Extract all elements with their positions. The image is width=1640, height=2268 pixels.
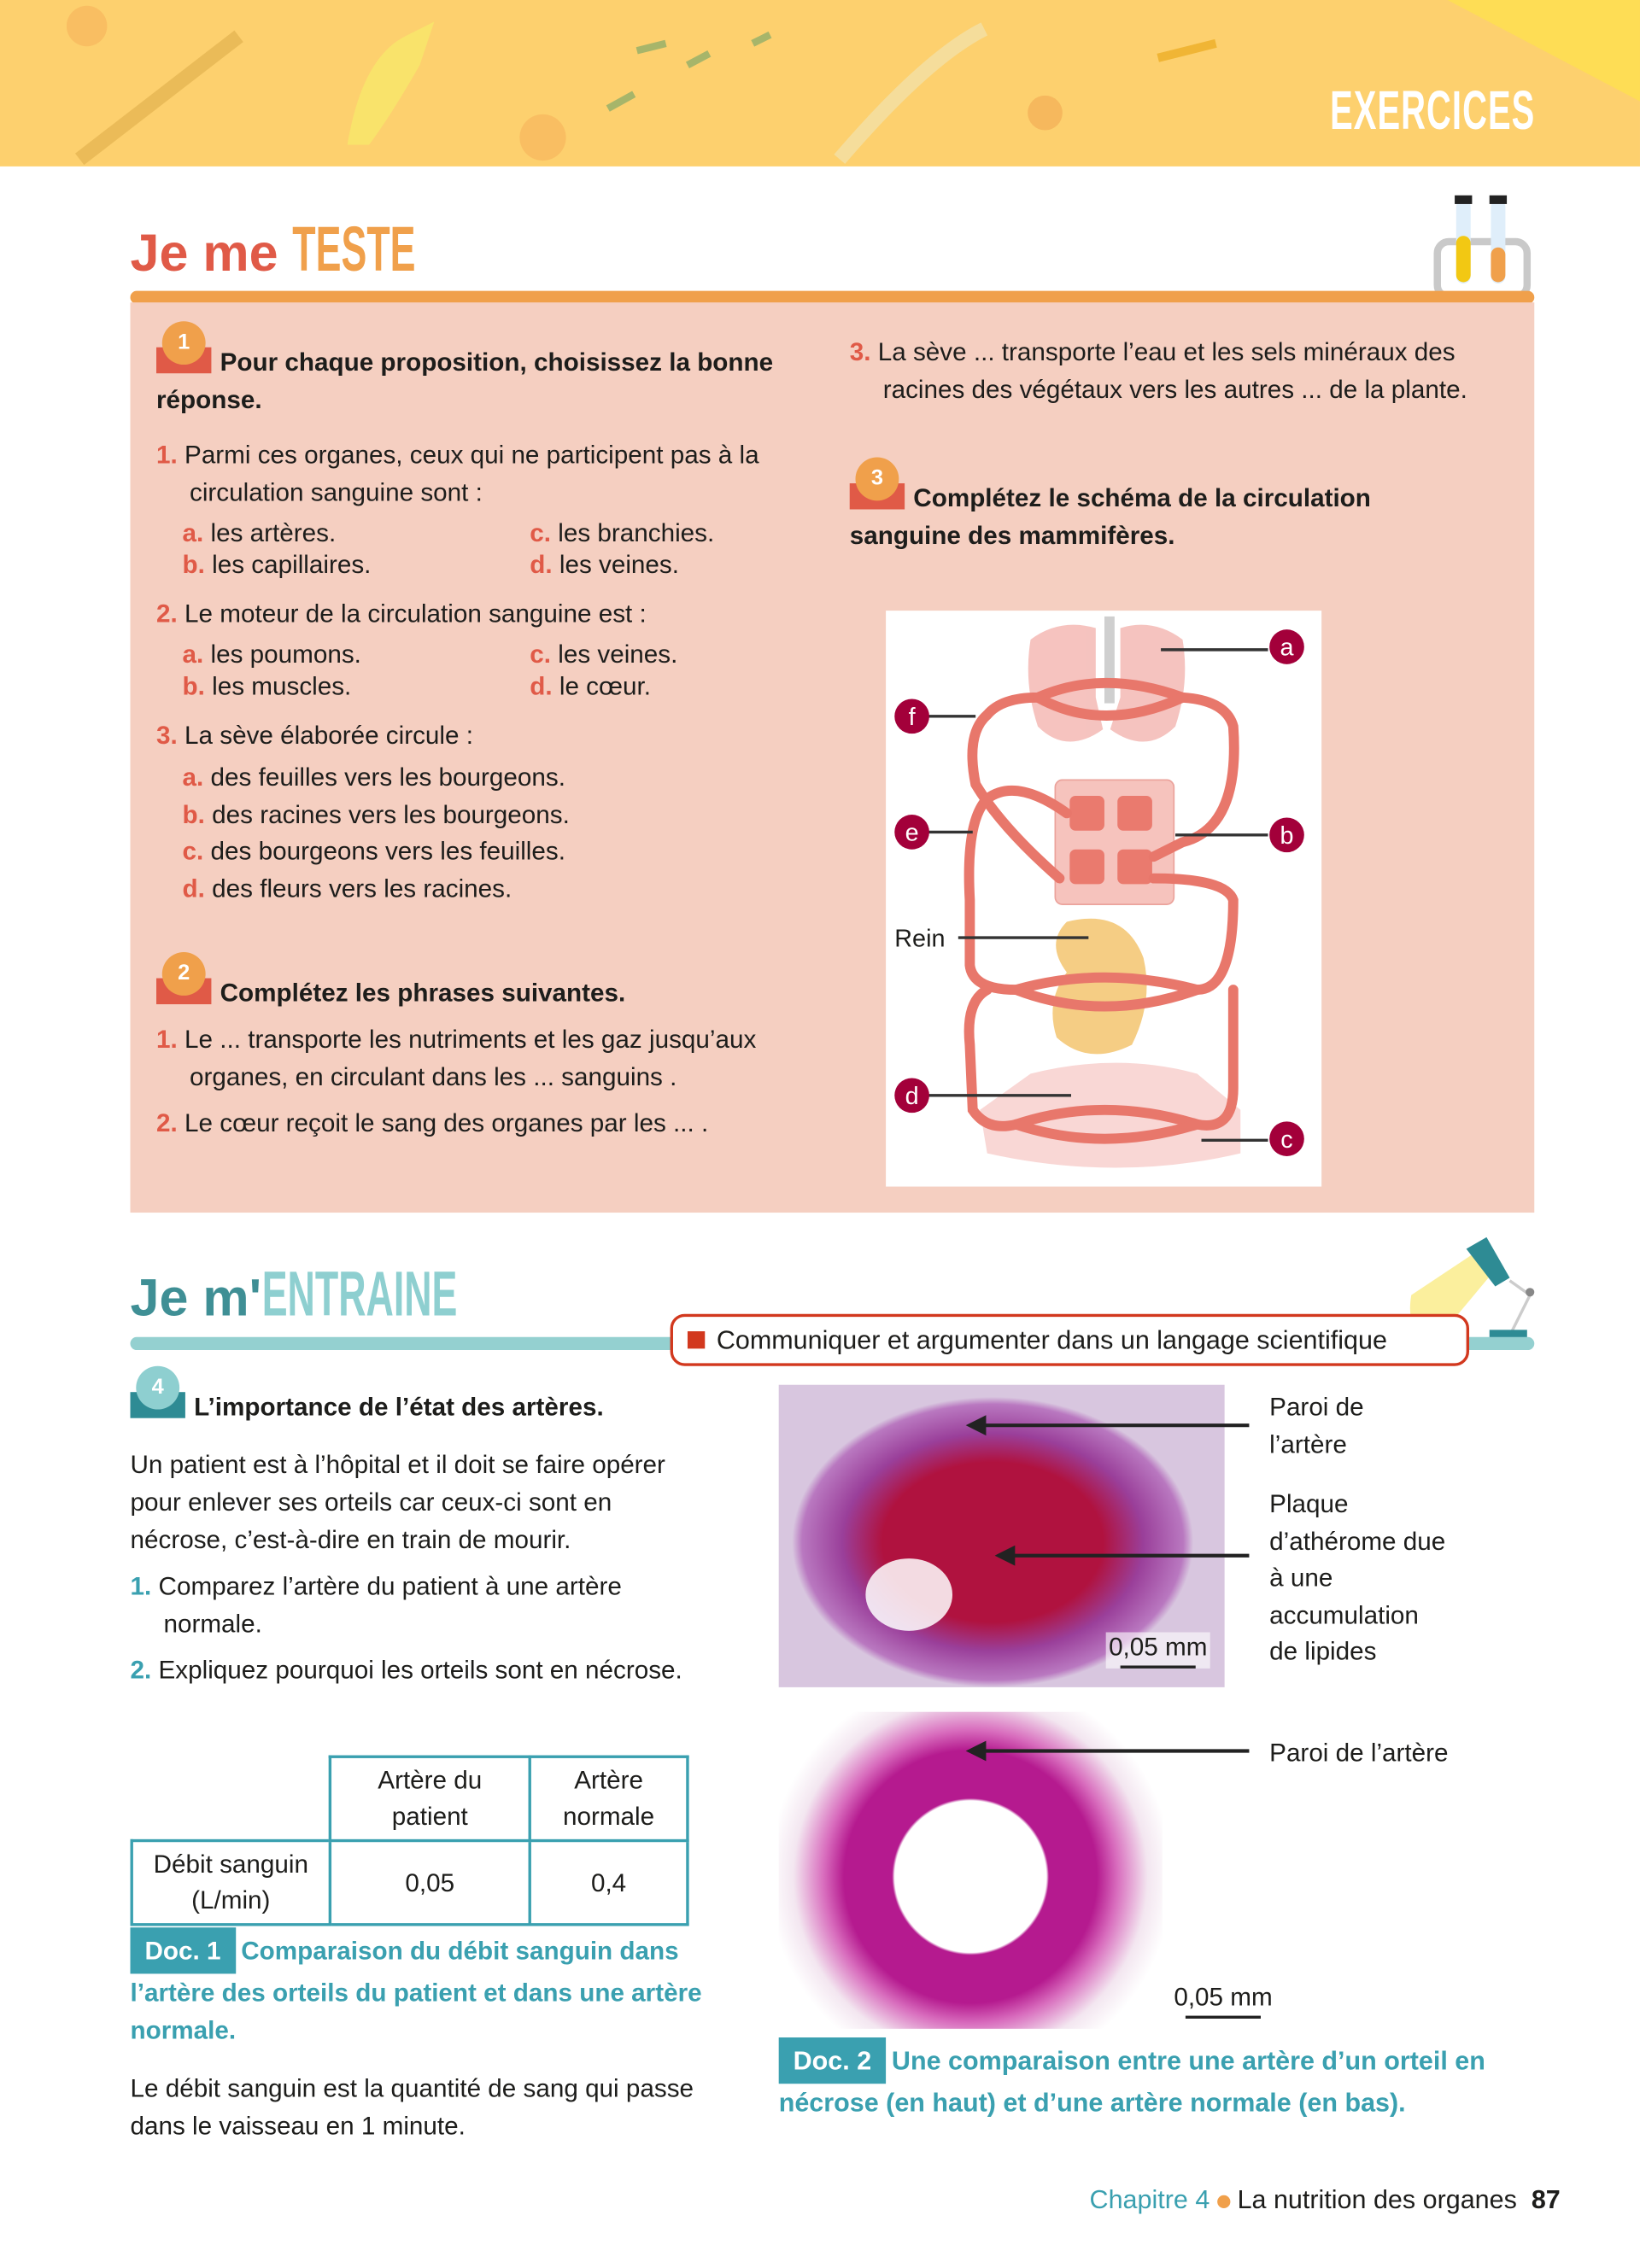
exercise-2-continued: 3. La sève ... transporte l’eau et les s… [850,333,1502,408]
footer-chapter: Chapitre 4 [1089,2184,1210,2214]
answer-option[interactable]: c. des bourgeons vers les feuilles. [182,836,565,866]
diagram-label-b: b [1280,822,1293,850]
answer-option[interactable]: c. les branchies. [530,517,715,547]
question-item: 1. Comparez l’artère du patient à une ar… [130,1571,622,1639]
section-title-teste: Je me TESTE [131,214,498,287]
label-plaque: Plaque d’athérome due à une accumulation… [1269,1488,1446,1666]
page-footer: Chapitre 4 La nutrition des organes 87 [1090,2185,1561,2216]
circulation-diagram: a b c f e d Rein [886,611,1322,1187]
diagram-label-c: c [1280,1126,1292,1154]
test-tubes-icon [1433,195,1532,301]
fill-item: 1. Le ... transporte les nutriments et l… [156,1024,757,1091]
answer-option[interactable]: b. des racines vers les bourgeons. [182,799,570,829]
exercise-number-badge: 3 [849,457,905,510]
diagram-label-f: f [909,704,917,731]
blood-flow-note: Le débit sanguin est la quantité de sang… [130,2073,694,2141]
answer-option[interactable]: a. les poumons. [182,640,361,669]
bullet-dot-icon [1216,2195,1231,2208]
title-emphasis: TESTE [292,213,416,285]
diagram-label-e: e [905,820,919,847]
answer-option[interactable]: a. les artères. [182,517,337,547]
doc1-badge: Doc. 1 [130,1927,236,1974]
footer-title: La nutrition des organes [1237,2184,1517,2214]
column-header: Artère normale [528,1755,689,1843]
doc2-arrows [965,1415,1250,1566]
answer-option[interactable]: d. des fleurs vers les racines. [182,873,512,903]
question-item: 2. Expliquez pourquoi les orteils sont e… [130,1655,682,1685]
diagram-label-a: a [1280,634,1294,662]
diagram-label-rein: Rein [894,925,945,952]
section-title-entraine: Je m'ENTRAINE [131,1259,588,1331]
table-cell: 0,05 [328,1838,531,1926]
answer-option[interactable]: d. les veines. [530,549,679,579]
exercise-number-badge: 1 [156,321,212,374]
scale-bar-bottom: 0,05 mm [1174,1983,1273,2019]
title-emphasis: ENTRAINE [261,1259,457,1330]
question-item: 1. Parmi ces organes, ceux qui ne partic… [156,440,759,507]
question-item: 3. La sève élaborée circule : [156,720,473,750]
section-banner-title: EXERCICES [1330,80,1536,143]
artery-lumen [865,1558,953,1631]
answer-option[interactable]: b. les muscles. [182,671,352,701]
answer-option[interactable]: d. le cœur. [530,671,651,701]
row-header: Débit sanguin (L/min) [130,1838,332,1926]
header-banner: EXERCICES [0,0,1640,167]
title-prefix: Je me [130,222,293,283]
section-divider [130,290,1535,304]
fill-item: 3. La sève ... transporte l’eau et les s… [849,336,1467,404]
title-prefix: Je m' [130,1267,262,1327]
skill-badge: Communiquer et argumenter dans un langag… [670,1313,1470,1366]
scale-bar-top: 0,05 mm [1105,1632,1210,1669]
answer-option[interactable]: b. les capillaires. [182,549,372,579]
diagram-label-d: d [905,1083,919,1110]
table-cell: 0,4 [528,1838,689,1926]
label-wall-bottom: Paroi de l’artère [1269,1738,1449,1768]
answer-option[interactable]: c. les veines. [530,640,678,669]
fill-item: 2. Le cœur reçoit le sang des organes pa… [156,1108,709,1137]
doc2-arrow-bottom [965,1740,1250,1762]
exercise-number-badge: 2 [156,952,212,1005]
question-item: 2. Le moteur de la circulation sanguine … [156,599,647,628]
normal-artery-image [778,1711,1163,2029]
exercise-number-badge: 4 [130,1365,185,1418]
banner-decoration-icon [66,0,1640,166]
page-number: 87 [1531,2184,1561,2214]
circulation-schema-icon: a b c f e d Rein [894,616,1304,1168]
label-wall-top: Paroi de l’artère [1269,1392,1364,1458]
exercise-intro: Un patient est à l’hôpital et il doit se… [130,1449,665,1555]
doc2-badge: Doc. 2 [778,2037,887,2084]
skill-square-icon [687,1331,706,1349]
answer-option[interactable]: a. des feuilles vers les bourgeons. [182,763,565,792]
column-header: Artère du patient [328,1755,531,1843]
